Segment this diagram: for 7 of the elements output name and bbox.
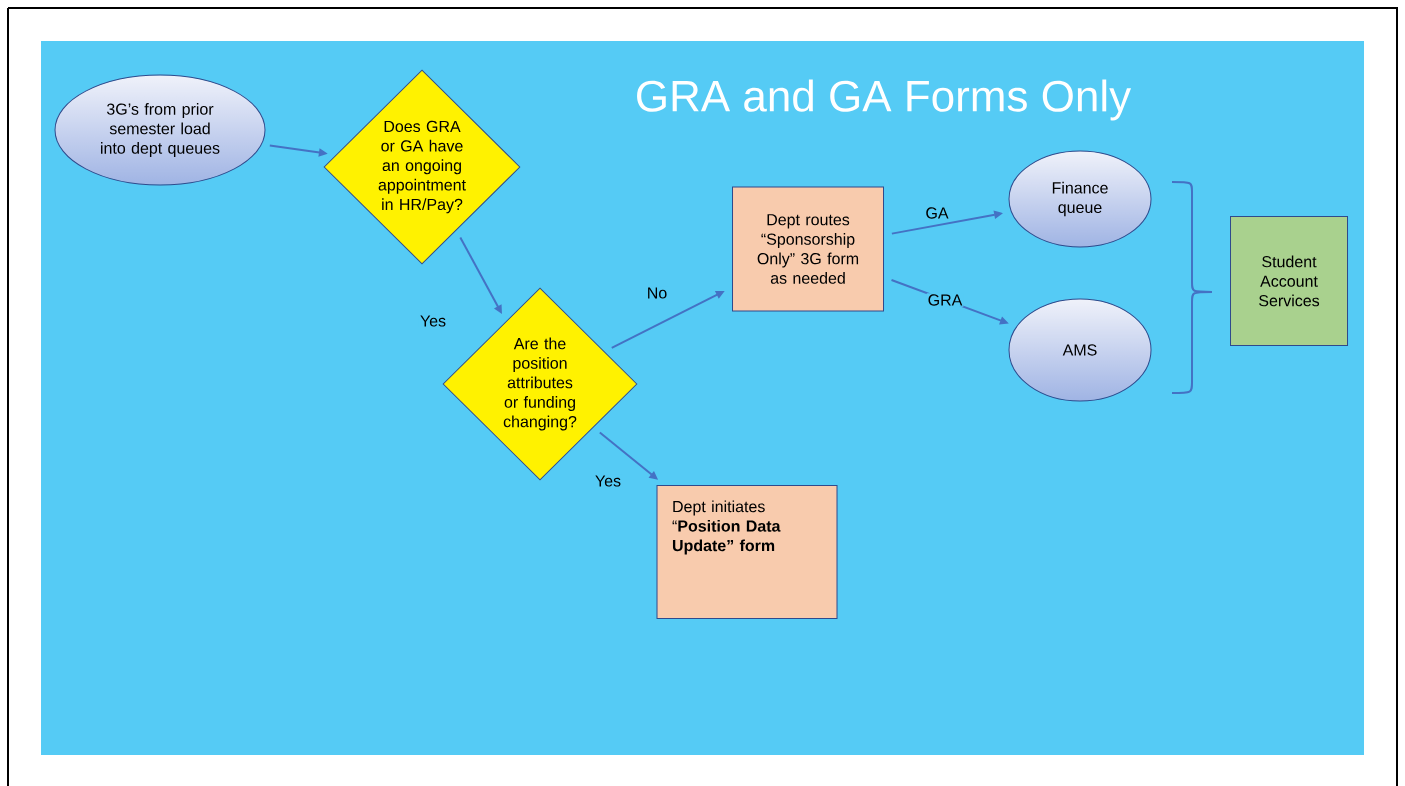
process-box: Dept initiates “Position Data Update” form <box>656 485 838 619</box>
edge-label: GA <box>924 206 950 220</box>
edge-label: No <box>645 286 669 300</box>
edge-label: GRA <box>926 293 964 307</box>
process-box: Student Account Services <box>1230 216 1348 346</box>
process-box: Dept routes “Sponsorship Only” 3G form as needed <box>732 186 884 312</box>
title: GRA and GA Forms Only <box>637 79 1132 121</box>
